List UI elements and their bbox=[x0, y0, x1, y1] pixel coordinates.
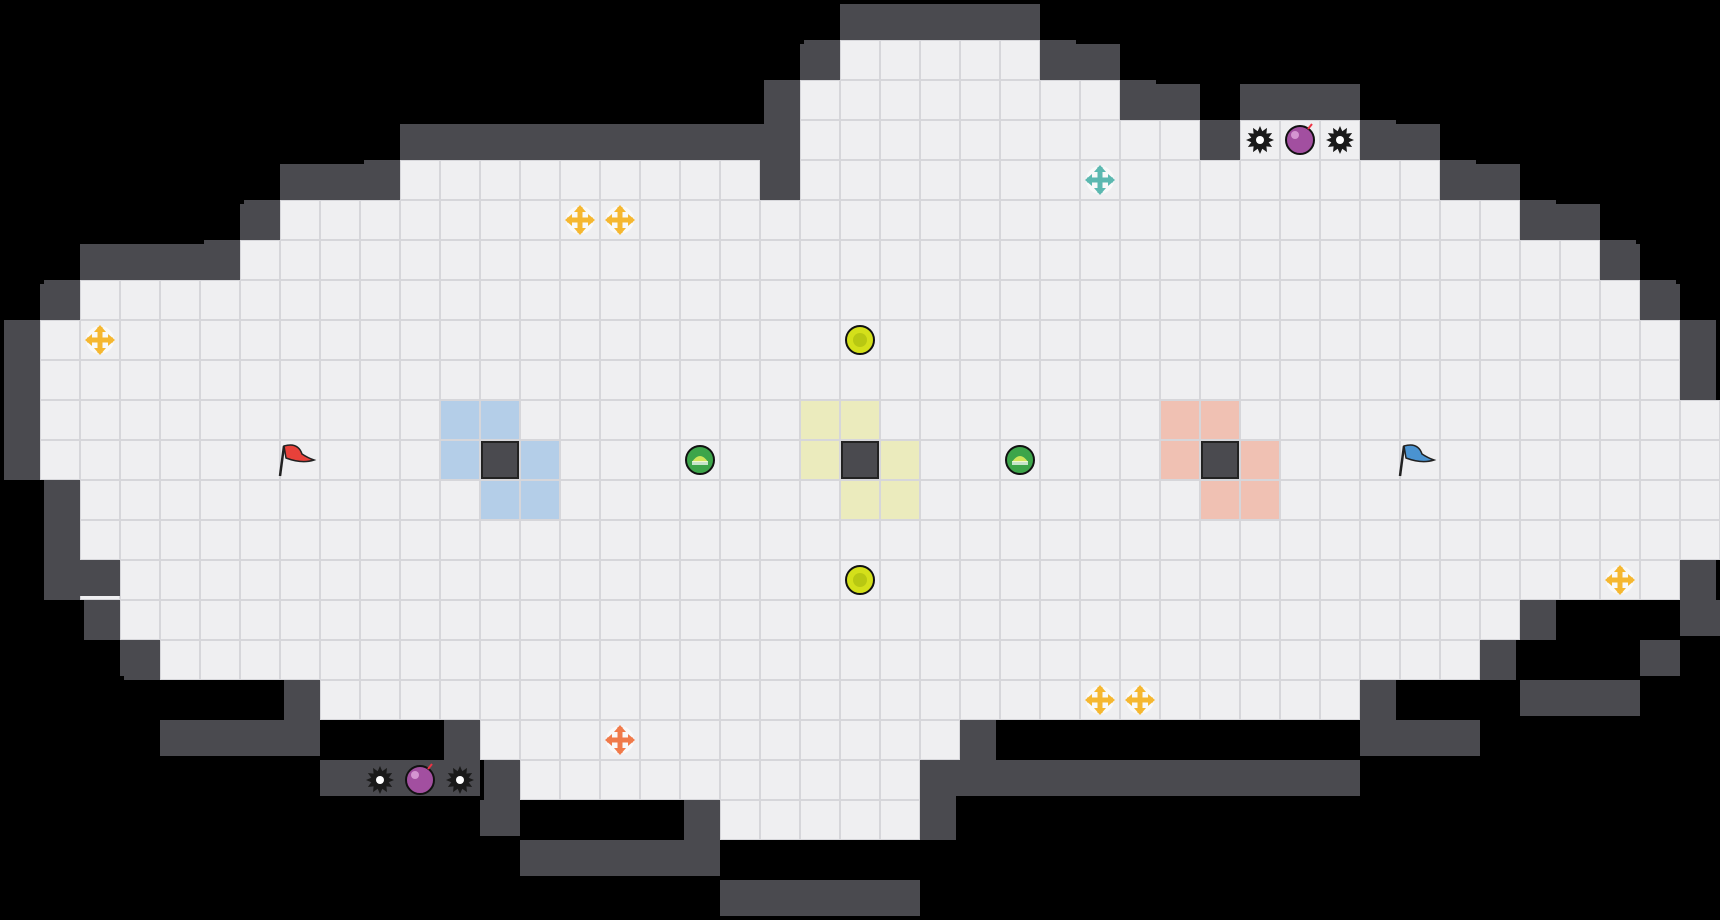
teal-boost-icon bbox=[1085, 165, 1115, 195]
wall-block-0 bbox=[481, 441, 519, 479]
neutral-zone bbox=[801, 401, 919, 519]
spike-icon bbox=[366, 766, 394, 794]
yellow-boost-icon bbox=[565, 205, 595, 235]
green-portal-icon bbox=[685, 445, 715, 475]
bomb-icon bbox=[405, 763, 435, 795]
yellow-boost-icon bbox=[1605, 565, 1635, 595]
yellow-boost-icon bbox=[1085, 685, 1115, 715]
bomb-icon bbox=[1285, 123, 1315, 155]
orange-boost-icon bbox=[605, 725, 635, 755]
red-flag-icon bbox=[278, 444, 317, 477]
spike-icon bbox=[446, 766, 474, 794]
wall-block-1 bbox=[841, 441, 879, 479]
red-zone bbox=[1161, 401, 1279, 519]
wall-block-2 bbox=[1201, 441, 1239, 479]
yellow-button-icon bbox=[845, 325, 875, 355]
walls bbox=[4, 4, 1720, 916]
yellow-boost-icon bbox=[85, 325, 115, 355]
spike-icon bbox=[1246, 126, 1274, 154]
yellow-boost-icon bbox=[605, 205, 635, 235]
blue-zone bbox=[441, 401, 559, 519]
yellow-boost-icon bbox=[1125, 685, 1155, 715]
yellow-button-icon bbox=[845, 565, 875, 595]
green-portal-icon bbox=[1005, 445, 1035, 475]
blue-flag-icon bbox=[1398, 444, 1437, 477]
spike-icon bbox=[1326, 126, 1354, 154]
tile-grid bbox=[40, 40, 1720, 840]
